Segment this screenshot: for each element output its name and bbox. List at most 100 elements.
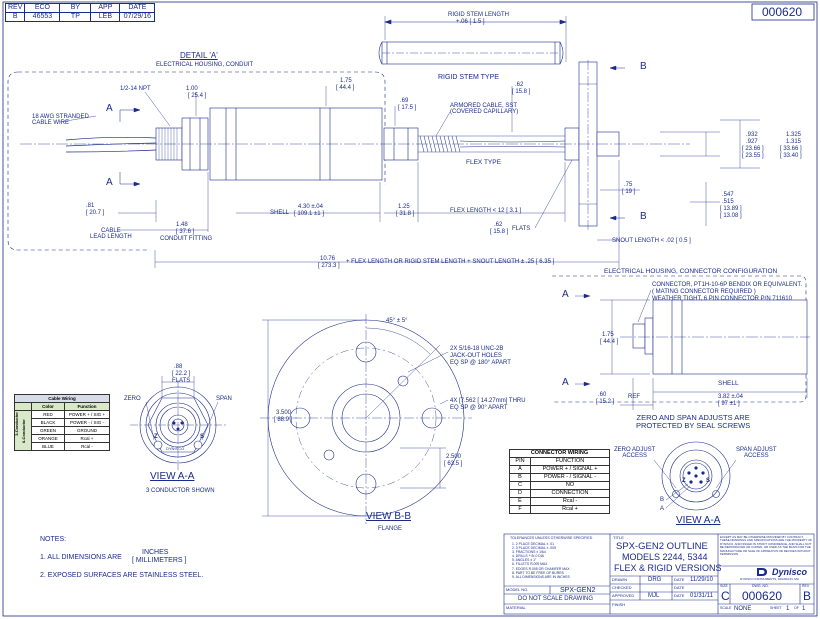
var-pin-a: A xyxy=(660,506,665,512)
approved-value: MJL xyxy=(648,593,660,599)
detail-a-title: DETAIL 'A' xyxy=(180,51,218,60)
table-row: BLUE xyxy=(31,442,65,451)
dia-927: .927 xyxy=(746,139,758,145)
model-no: SPX-GEN2 xyxy=(560,587,596,594)
dwg-no-value: 000620 xyxy=(742,589,783,603)
vb-angle: 45° ± 5° xyxy=(386,318,408,324)
do-not-scale: DO NOT SCALE DRAWING xyxy=(518,596,594,602)
tol-line: 5. ANGLES ± 1° xyxy=(512,558,537,563)
vb-subtitle: FLANGE xyxy=(378,526,403,532)
table-cell: POWER - / SIG - xyxy=(64,418,110,427)
shell-dim: 4.30 ±.04 xyxy=(298,204,323,210)
drawn-value: DRG xyxy=(648,577,662,583)
tol-line: 3. FRACTIONS ± 1/64 xyxy=(512,550,546,555)
dia-1315-mm: [ 33.40 ] xyxy=(780,153,802,159)
var-s: S xyxy=(706,478,711,484)
sheet-label: SHEET xyxy=(770,606,782,610)
rigid-stem-tolerance: +.06 [ 1.5 ] xyxy=(456,19,485,25)
va-s: S xyxy=(200,434,205,440)
section-a-bottom: A xyxy=(106,177,113,188)
approved-date-label: DATE xyxy=(674,593,685,598)
var-zero-access: ZERO ADJUST ACCESS xyxy=(614,447,656,459)
section-a-markers xyxy=(119,65,625,221)
app-value: LEB xyxy=(90,12,121,22)
cc-ref-mm: [ 15.2 ] xyxy=(596,399,615,405)
view-aa-left-drawing xyxy=(130,376,226,470)
drawn-date: 11/29/10 xyxy=(690,577,713,583)
zero-span-note: ZERO AND SPAN ADJUSTS ARE PROTECTED BY S… xyxy=(636,413,751,430)
date-value: 07/29/16 xyxy=(119,12,156,22)
table-cell: GROUND xyxy=(64,426,110,435)
dim-81: .81 xyxy=(86,203,95,209)
cw-color-header: Color xyxy=(31,402,65,411)
dia-69: .69 xyxy=(400,98,409,104)
va-span-label: SPAN xyxy=(216,396,232,402)
total-length-label: + FLEX LENGTH OR RIGID STEM LENGTH + SNO… xyxy=(346,259,555,265)
vb-holes-3: EQ SP @ 180° APART xyxy=(450,360,511,366)
detail-a-boundary xyxy=(7,71,386,251)
dia-1315: 1.315 xyxy=(786,139,802,145)
vb-inner-mm: [ 63.5 ] xyxy=(444,461,463,467)
total-length-mm: [ 273.3 ] xyxy=(318,263,340,269)
dim-515-mm: [ 13.08 ] xyxy=(720,213,742,219)
total-length: 10.76 xyxy=(320,256,336,262)
table-row: ORANGE xyxy=(31,434,65,443)
rev-block: REV ECO BY APP DATE B 46553 TP LEB 07/29… xyxy=(4,3,156,22)
table-row: C xyxy=(509,481,531,490)
table-cell: POWER - / SIGNAL - xyxy=(530,473,610,482)
cc-shell-label: SHELL xyxy=(718,380,739,387)
flex-length-label: FLEX LENGTH < 12 [ 3.1 ] xyxy=(450,208,522,214)
vb-thru-1: 4X [7.562 [ 14.27mm] THRU xyxy=(450,398,526,404)
table-row: RED xyxy=(31,410,65,419)
dim-547: .547 xyxy=(722,192,734,198)
cable-lead-label: CABLE LEAD LENGTH xyxy=(90,228,132,240)
tol-line: 7. EDGES R.005 OR CHAMFER MAX xyxy=(512,566,570,571)
cable-wiring-table: Cable Wiring Color Function 6-Conductor … xyxy=(14,394,110,451)
cc-ref: .60 xyxy=(598,392,607,398)
connector-note-3: WEATHER TIGHT, 6 PIN CONNECTOR P/N 71161… xyxy=(652,296,792,302)
material-label: MATERIAL xyxy=(506,605,526,610)
proprietary-notice: EXCEPT AS MAY BE OTHERWISE PROVIDED BY C… xyxy=(720,535,813,557)
cw-group-3: 3-Conductor xyxy=(14,412,19,436)
table-row: A xyxy=(509,465,531,474)
va-flats-label: FLATS xyxy=(172,378,191,384)
tol-line: 2. 3 PLACE DECIMAL ± .005 xyxy=(512,546,556,551)
notes-heading: NOTES: xyxy=(40,536,67,543)
dynisco-logo-icon xyxy=(757,568,767,576)
dynisco-logo: Dynisco xyxy=(756,567,807,577)
rigid-stem-dia-mm: [ 15.8 ] xyxy=(512,89,531,95)
dim-81-mm: [ 20.7 ] xyxy=(86,210,105,216)
detail-a-subtitle: ELECTRICAL HOUSING, CONDUIT xyxy=(156,62,254,68)
dim-75: .75 xyxy=(624,182,633,188)
address: DYNISCO INSTRUMENTS, FRANKLIN, MA xyxy=(740,577,799,581)
view-aa-right-drawing xyxy=(653,441,737,511)
snout-length-label: SNOUT LENGTH < .02 [ 0.5 ] xyxy=(612,238,691,244)
table-cell: NO xyxy=(530,481,610,490)
table-row: E xyxy=(509,497,531,506)
table-row: BLACK xyxy=(31,418,65,427)
dia-927-mm: [ 23.55 ] xyxy=(742,153,764,159)
tol-line: 1. 2 PLACE DECIMAL ± .01 xyxy=(512,542,555,546)
conduit-fitting-label: CONDUIT FITTING xyxy=(160,236,213,242)
dim-515: .515 xyxy=(722,199,734,205)
var-title: VIEW A-A xyxy=(676,515,721,526)
note-1b: INCHES xyxy=(142,549,169,556)
scale-label: SCALE xyxy=(720,606,732,610)
va-flats-mm: [ 22.2 ] xyxy=(172,371,191,377)
note-1a: 1. ALL DIMENSIONS ARE xyxy=(40,554,122,561)
scale-value: NONE xyxy=(734,606,752,612)
cc-shell-dim: 3.82 ±.04 xyxy=(718,394,743,400)
va-brand-ring: DYNISCO xyxy=(166,446,185,451)
dia-69-mm: [ 17.5 ] xyxy=(398,105,417,111)
title-block-grid xyxy=(503,533,815,615)
table-row: B xyxy=(509,473,531,482)
vb-thru-2: EQ SP @ 90° APART xyxy=(450,405,508,411)
rigid-stem-length-label: RIGID STEM LENGTH xyxy=(448,12,510,18)
cc-section-a-top: A xyxy=(562,289,569,300)
va-left-title: VIEW A-A xyxy=(150,471,195,482)
connector-note-1: CONNECTOR, PT1H-10-6P BENDIX OR EQUIVALE… xyxy=(652,282,803,288)
note-2: 2. EXPOSED SURFACES ARE STAINLESS STEEL. xyxy=(40,572,204,579)
connector-config-drawing xyxy=(575,289,810,410)
approved-label: APPROVED xyxy=(612,593,635,598)
